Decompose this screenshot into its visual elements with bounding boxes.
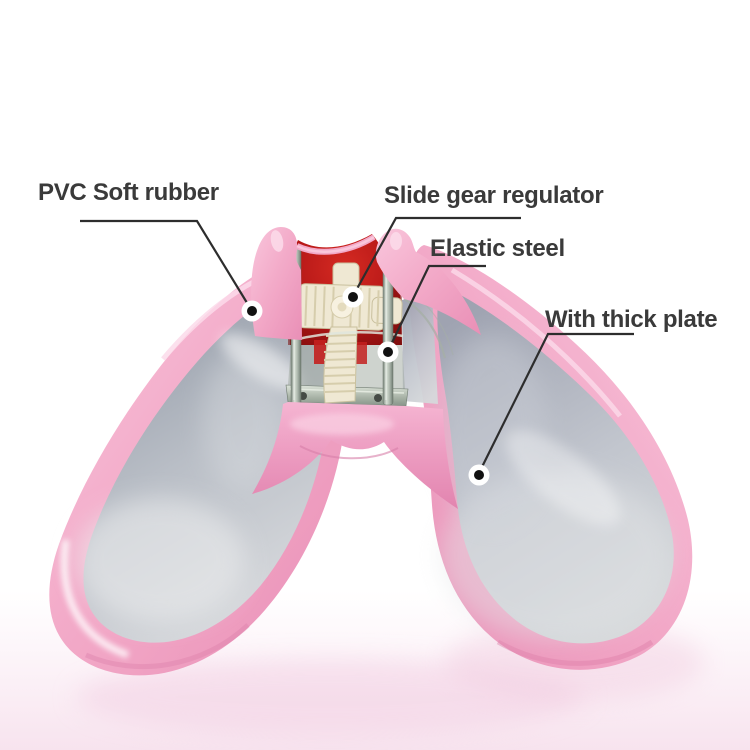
marker-dot-pvc (247, 306, 257, 316)
red-peg-right (356, 342, 367, 364)
neck-flange-highlight (390, 232, 402, 250)
leader-line-slide-gear (352, 216, 521, 297)
saddle-highlight (290, 413, 394, 435)
right-surface-gloss (505, 430, 621, 526)
callout-label-with-thick-plate: With thick plate (545, 306, 718, 333)
leader-lines (80, 216, 634, 474)
neck-flange-left (251, 227, 302, 340)
saddle-bridge (252, 402, 458, 509)
leader-line-thick-plate (478, 332, 634, 474)
marker-dot-thick-plate (474, 470, 484, 480)
marker-dot-elastic-steel (383, 347, 393, 357)
left-surface-sheen (220, 333, 304, 391)
right-rim-highlight (450, 267, 622, 418)
callout-label-pvc-soft-rubber: PVC Soft rubber (38, 179, 219, 206)
right-surface-cloud2 (437, 335, 547, 525)
left-rim-gloss (60, 539, 130, 659)
saddle-crease (299, 445, 399, 460)
neck-knob-highlight (270, 230, 284, 252)
callout-label-slide-gear-regulator: Slide gear regulator (384, 182, 604, 209)
left-paddle (49, 254, 348, 676)
left-surface-cloud2 (202, 350, 282, 490)
left-rim-shade (84, 623, 250, 670)
callout-label-elastic-steel: Elastic steel (430, 235, 565, 262)
hinge-neck (251, 227, 481, 340)
right-paddle (409, 245, 693, 670)
marker-dots (241, 286, 490, 486)
left-surface-cloud (75, 498, 245, 622)
leader-line-elastic-steel (387, 264, 486, 352)
gear-regulator (296, 262, 403, 404)
right-rim-shade (496, 639, 654, 666)
gear-knob-center (337, 302, 347, 312)
screw-right (374, 394, 382, 402)
steel-wire-arc (403, 298, 447, 359)
leader-line-pvc (80, 219, 253, 312)
red-peg-left (314, 340, 326, 364)
neck-flange-right (375, 228, 481, 335)
marker-dot-slide-gear (348, 292, 358, 302)
